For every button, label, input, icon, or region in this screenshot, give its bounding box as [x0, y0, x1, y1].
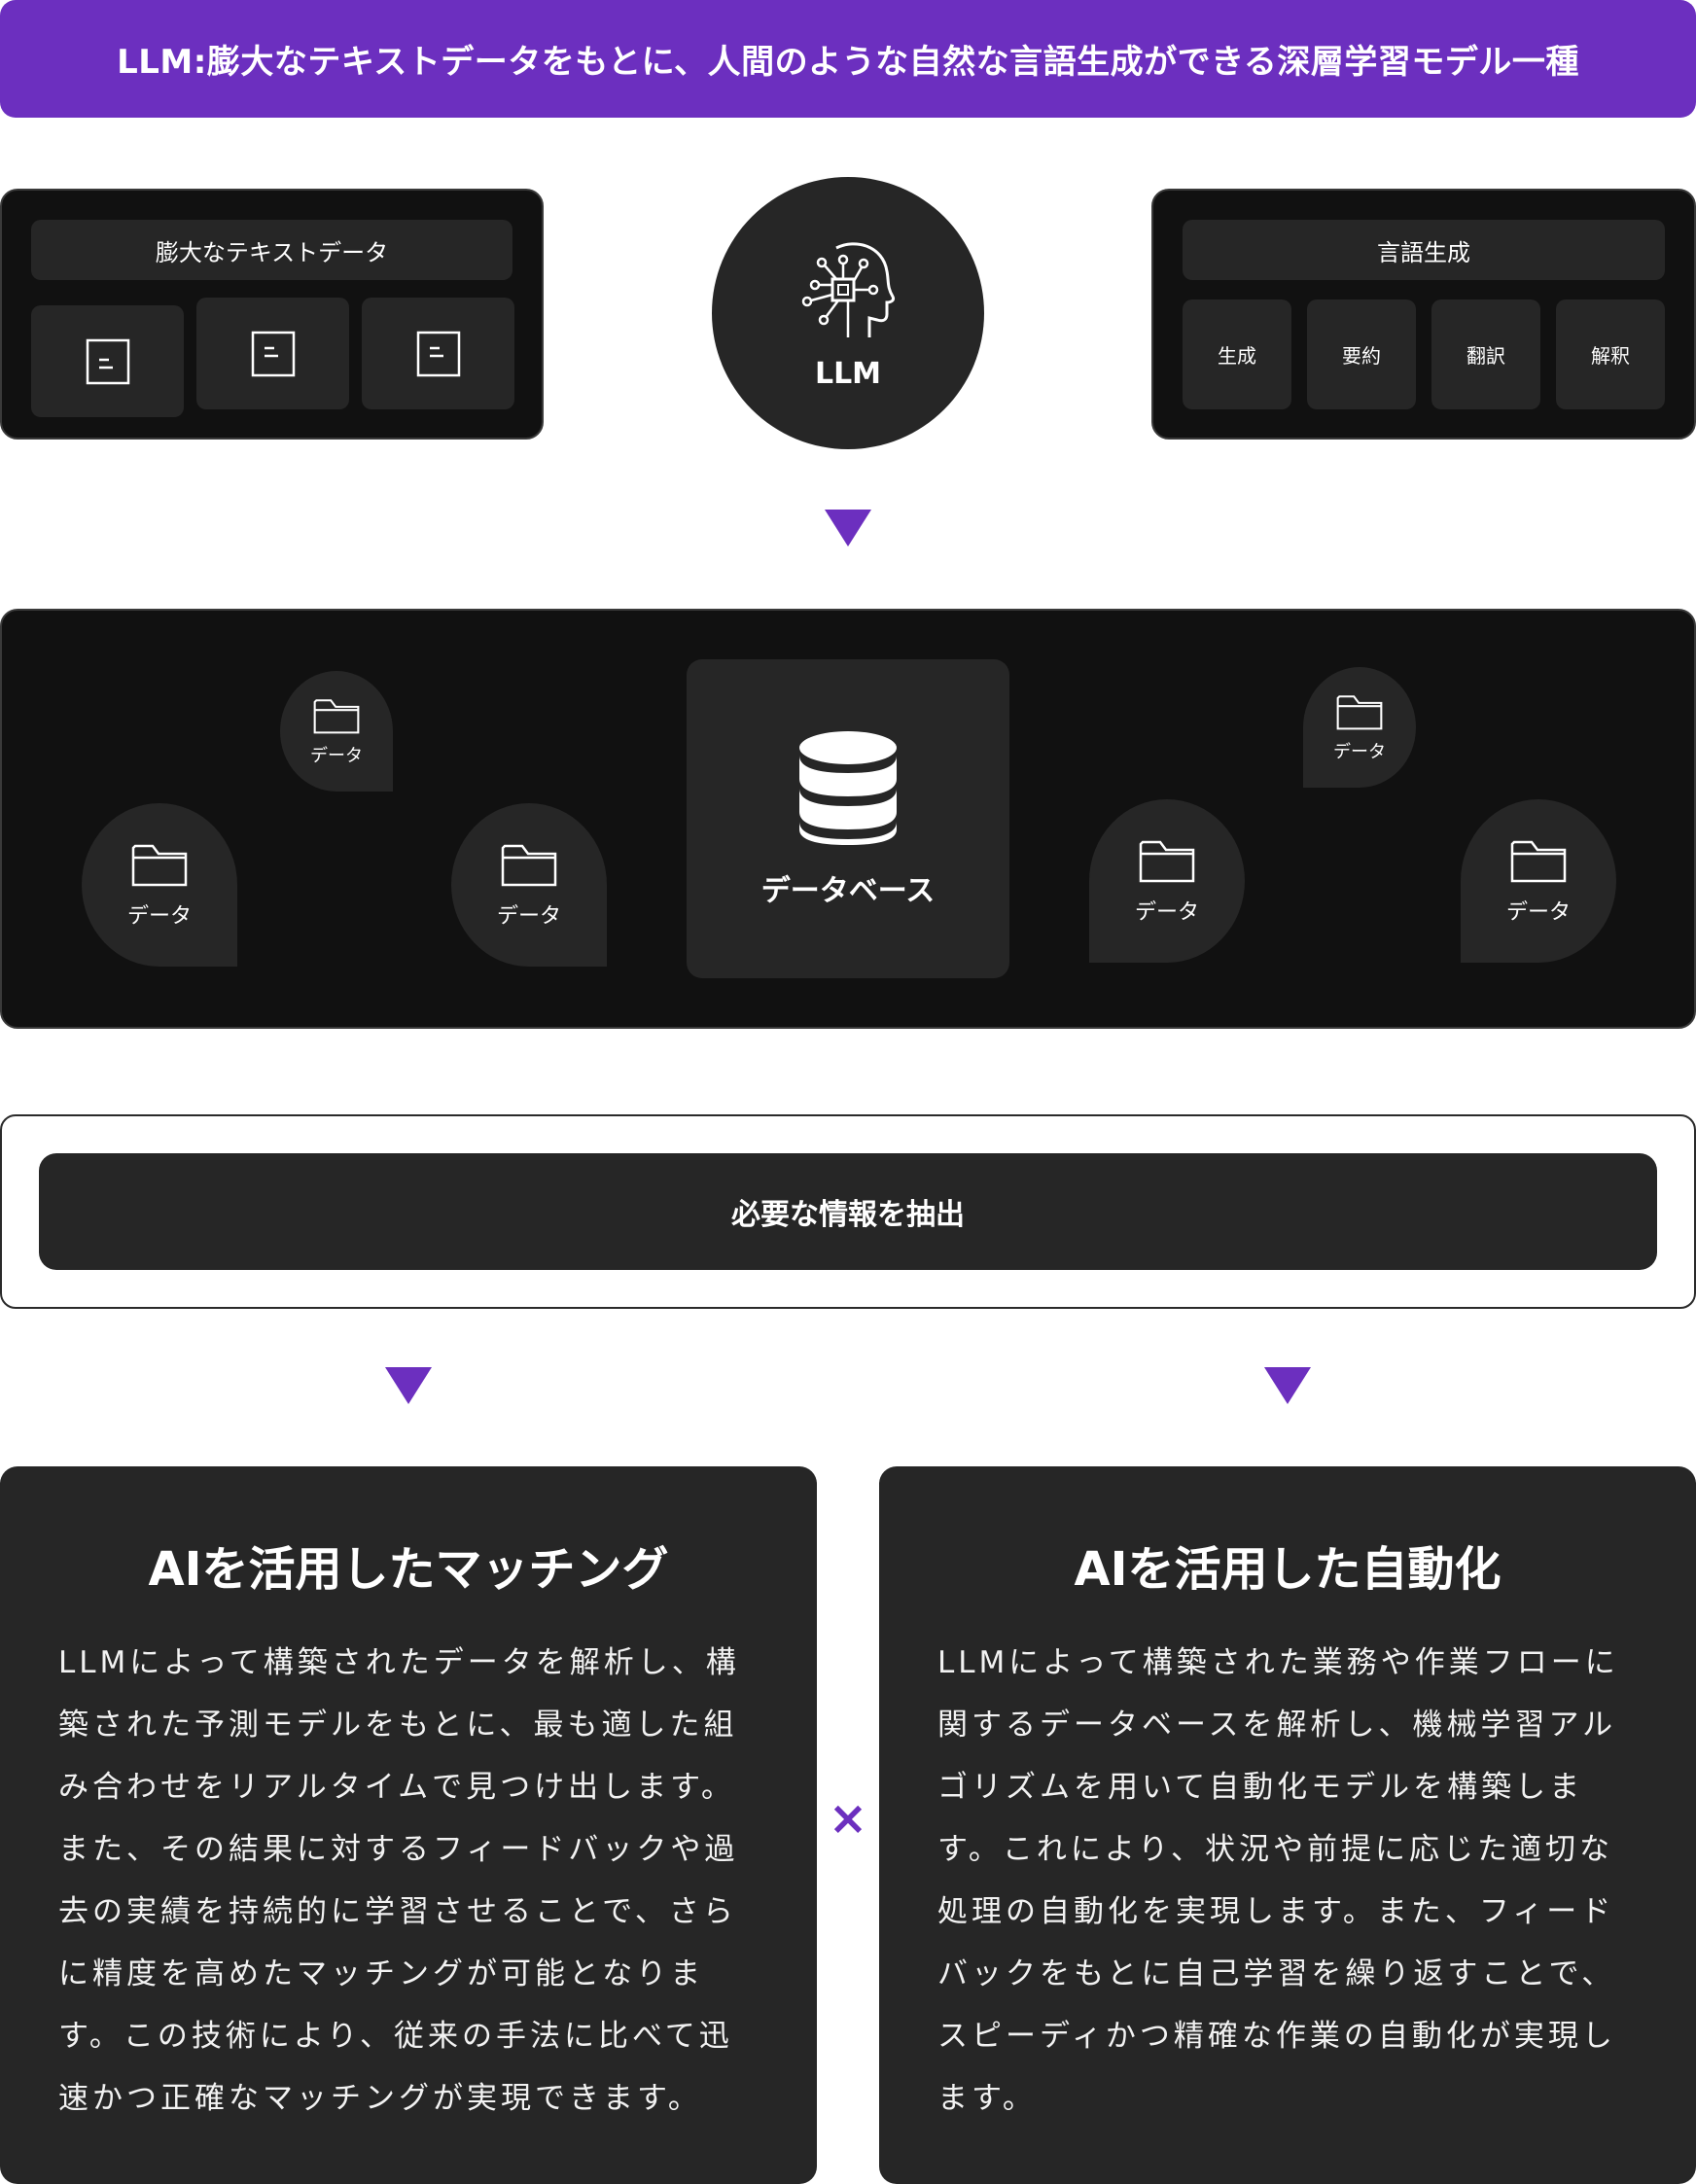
data-label: データ: [1333, 742, 1386, 762]
language-generation-title: 言語生成: [1183, 220, 1665, 280]
data-label: データ: [496, 904, 561, 929]
card-line: す。これにより、状況や前提に応じた適切な: [937, 1832, 1614, 1867]
card-line: LLMによって構築された業務や作業フローに: [937, 1645, 1619, 1680]
data-label: データ: [310, 746, 363, 766]
folder-icon: [1336, 695, 1383, 730]
document-icon: [416, 331, 460, 376]
card-line: ます。: [937, 2081, 1037, 2116]
automation-card: AIを活用した自動化 LLMによって構築された業務や作業フローに 関するデータベ…: [879, 1466, 1696, 2184]
data-node: データ: [82, 803, 237, 967]
card-line: す。この技術により、従来の手法に比べて迅: [58, 2019, 733, 2054]
card-line: LLMによって構築されたデータを解析し、構: [58, 1645, 740, 1680]
summary-item: 要約: [1307, 299, 1416, 409]
database-icon: [799, 731, 897, 845]
automation-card-title: AIを活用した自動化: [1074, 1542, 1502, 1597]
data-label: データ: [1505, 900, 1571, 925]
data-node: データ: [280, 671, 393, 792]
card-line: バックをもとに自己学習を繰り返すことで、: [937, 1956, 1616, 1991]
document-icon: [251, 331, 295, 376]
generation-item: 生成: [1183, 299, 1291, 409]
interpretation-item: 解釈: [1556, 299, 1665, 409]
folder-icon: [131, 844, 188, 887]
card-line: 処理の自動化を実現します。また、フィード: [937, 1894, 1615, 1929]
extract-label: 必要な情報を抽出: [731, 1198, 965, 1232]
ai-head-circuit-icon: [801, 242, 895, 337]
card-line: ゴリズムを用いて自動化モデルを構築しま: [937, 1770, 1584, 1805]
card-line: 去の実績を持続的に学習させることで、さら: [58, 1894, 737, 1929]
arrow-down-icon: [825, 510, 871, 546]
card-line: に精度を高めたマッチングが可能となりま: [58, 1956, 705, 1991]
card-line: また、その結果に対するフィードバックや過: [58, 1832, 739, 1867]
data-node: データ: [1461, 799, 1616, 963]
matching-card-title: AIを活用したマッチング: [148, 1542, 669, 1597]
arrow-down-icon: [385, 1367, 432, 1404]
card-line: 速かつ正確なマッチングが実現できます。: [58, 2081, 702, 2116]
combine-symbol: ×: [828, 1791, 868, 1846]
document-icon: [86, 338, 129, 384]
data-node: データ: [1303, 667, 1416, 788]
header-banner: LLM:膨大なテキストデータをもとに、人間のような自然な言語生成ができる深層学習…: [0, 0, 1696, 118]
database-node: データベース: [687, 659, 1009, 978]
matching-card-body: LLMによって構築されたデータを解析し、構 築された予測モデルをもとに、最も適し…: [58, 1632, 759, 2130]
folder-icon: [313, 699, 360, 734]
card-line: スピーディかつ精確な作業の自動化が実現し: [937, 2019, 1616, 2054]
folder-icon: [1139, 840, 1195, 883]
language-generation-panel: 言語生成 生成 要約 翻訳 解釈: [1151, 189, 1696, 440]
translation-item: 翻訳: [1431, 299, 1540, 409]
matching-card: AIを活用したマッチング LLMによって構築されたデータを解析し、構 築された予…: [0, 1466, 817, 2184]
database-label: データベース: [760, 874, 936, 908]
llm-node: LLM: [712, 177, 984, 449]
extract-bar: 必要な情報を抽出: [39, 1153, 1657, 1270]
data-node: データ: [1089, 799, 1245, 963]
arrow-down-icon: [1264, 1367, 1311, 1404]
document-tile: [196, 298, 349, 409]
folder-icon: [501, 844, 557, 887]
text-data-title: 膨大なテキストデータ: [31, 220, 512, 280]
header-title: LLM:膨大なテキストデータをもとに、人間のような自然な言語生成ができる深層学習…: [117, 43, 1579, 82]
data-label: データ: [1134, 900, 1199, 925]
llm-label: LLM: [814, 356, 882, 391]
document-tile: [362, 298, 514, 409]
document-tile: [31, 305, 184, 417]
automation-card-body: LLMによって構築された業務や作業フローに 関するデータベースを解析し、機械学習…: [937, 1632, 1638, 2130]
card-line: み合わせをリアルタイムで見つけ出します。: [58, 1770, 735, 1805]
text-data-panel: 膨大なテキストデータ: [0, 189, 544, 440]
data-label: データ: [126, 904, 192, 929]
data-node: データ: [451, 803, 607, 967]
folder-icon: [1510, 840, 1567, 883]
card-line: 関するデータベースを解析し、機械学習アル: [937, 1708, 1617, 1743]
card-line: 築された予測モデルをもとに、最も適した組: [58, 1708, 738, 1743]
